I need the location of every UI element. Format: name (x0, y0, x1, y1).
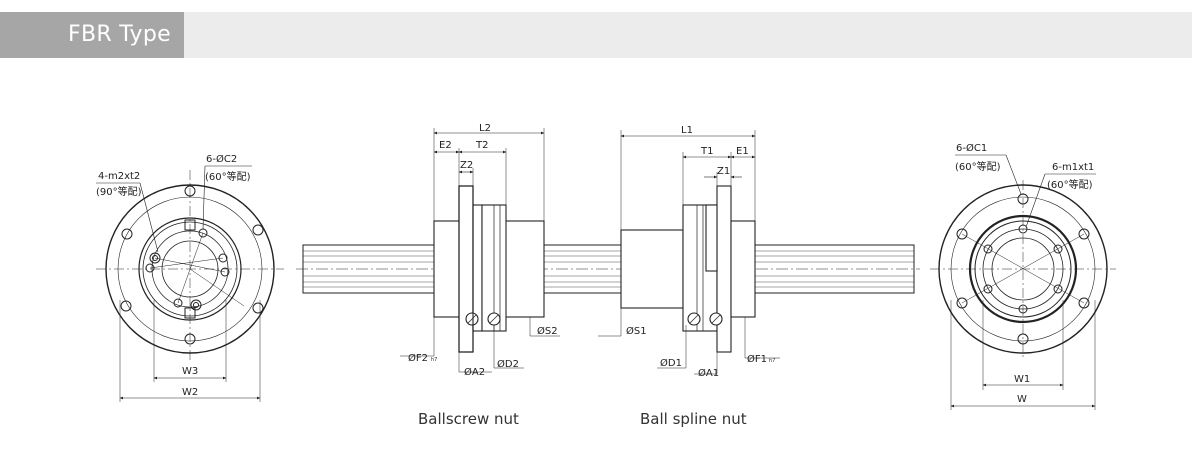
header-bar (0, 12, 1192, 58)
left-bolt-label: 6-ØC2 (206, 153, 237, 165)
l2-label: L2 (479, 123, 491, 134)
t2-label: T2 (475, 140, 488, 151)
left-holes-label: 4-m2xt2 (98, 171, 140, 182)
spline-caption: Ball spline nut (640, 410, 747, 428)
z2-label: Z2 (460, 160, 473, 171)
ballscrew-dimensions (400, 128, 560, 373)
w1-label: W1 (1014, 374, 1030, 385)
d1-label: ØD1 (660, 357, 682, 369)
left-bolt-note: (60°等配) (205, 170, 251, 183)
inner-bolt-holes (145, 228, 230, 311)
page-title: FBR Type (68, 22, 171, 47)
s1-label: ØS1 (626, 325, 647, 337)
left-holes-note: (90°等配) (96, 185, 142, 198)
a1-label: ØA1 (698, 367, 719, 379)
w2-label: W2 (182, 387, 198, 398)
right-bolt-note: (60°等配) (955, 160, 1001, 173)
l1-label: L1 (681, 125, 693, 136)
header-tab (0, 12, 184, 58)
ball-spline-nut (620, 185, 756, 353)
right-holes-note: (60°等配) (1047, 178, 1093, 191)
e2-label: E2 (439, 140, 452, 151)
spline-dimensions (598, 130, 780, 375)
w-label: W (1017, 394, 1027, 405)
right-end-view (930, 154, 1116, 410)
s2-label: ØS2 (537, 325, 558, 337)
e1-label: E1 (736, 146, 749, 157)
right-holes-label: 6-m1xt1 (1052, 162, 1094, 173)
ballscrew-nut (433, 185, 545, 353)
f1-tolerance: h7 (769, 358, 775, 364)
t1-label: T1 (700, 146, 713, 157)
d2-label: ØD2 (497, 358, 519, 370)
ballscrew-caption: Ballscrew nut (418, 410, 519, 428)
a2-label: ØA2 (464, 366, 485, 378)
f2-tolerance: h7 (431, 357, 437, 363)
left-end-view (96, 165, 284, 402)
f1-label: ØF1 (747, 353, 767, 365)
right-bolt-label: 6-ØC1 (956, 142, 987, 154)
z1-label: Z1 (717, 166, 730, 177)
w3-label: W3 (182, 366, 198, 377)
right-inner-holes (983, 224, 1063, 314)
spline-shaft (296, 244, 920, 294)
f2-label: ØF2 (408, 352, 428, 364)
